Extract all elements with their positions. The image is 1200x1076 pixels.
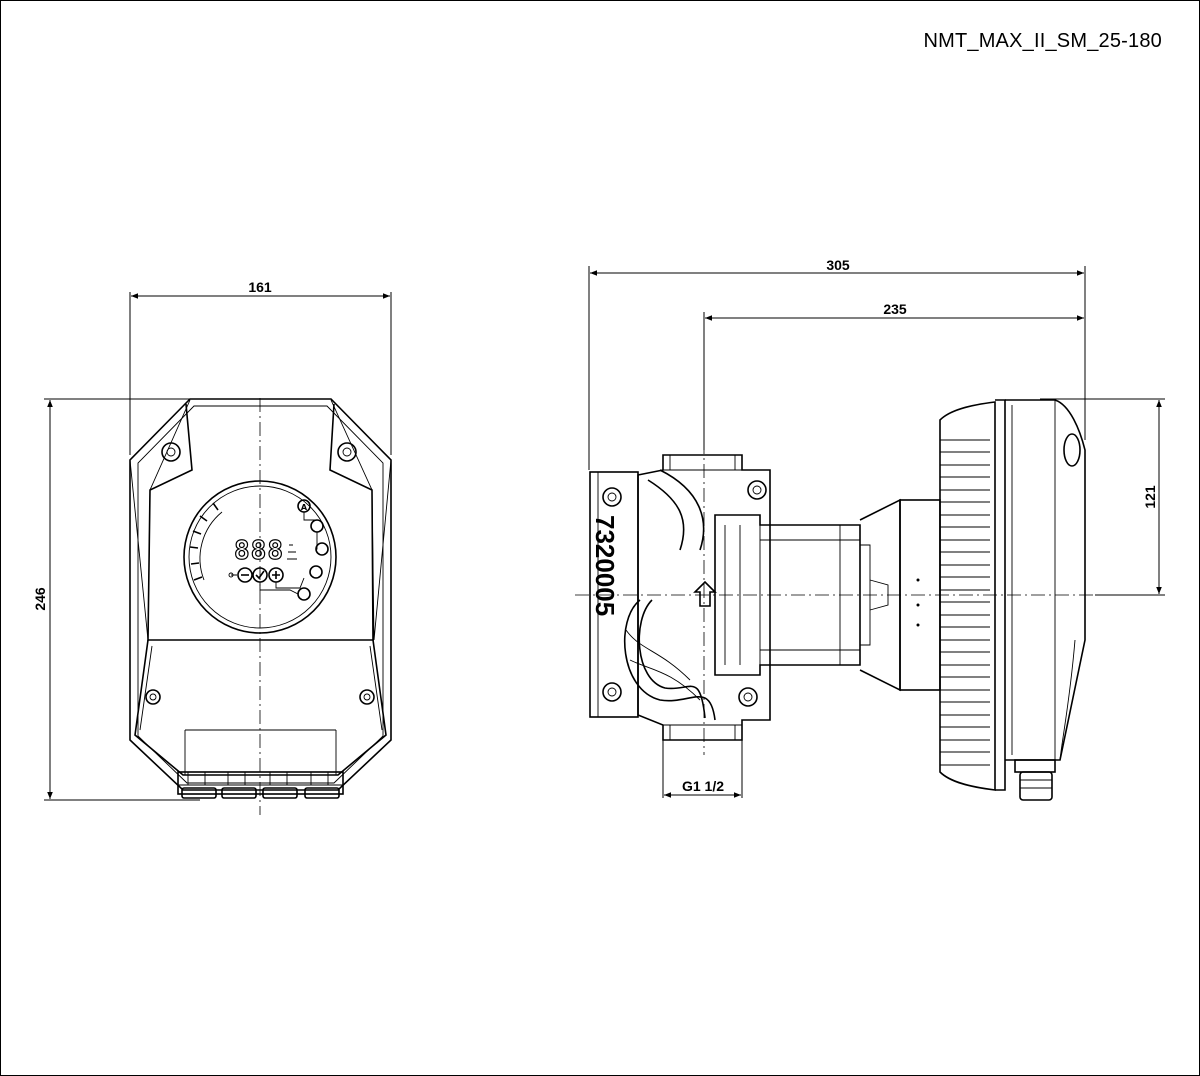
side-cable-gland xyxy=(1014,759,1056,801)
electronics-head xyxy=(939,399,1086,791)
screw-bottom-left-icon xyxy=(145,689,161,705)
cable-gland-block xyxy=(177,771,344,799)
mode-button-3-icon xyxy=(315,542,329,556)
motor-housing xyxy=(714,514,861,676)
mode-button-4-icon xyxy=(309,565,323,579)
motor-length-dimension-label: 235 xyxy=(883,301,907,317)
mode-button-2-icon xyxy=(310,519,324,533)
pump-housing-outline xyxy=(129,398,392,791)
side-view: 305 235 121 7320005 xyxy=(575,257,1165,801)
model-code-label: NMT_MAX_II_SM_25-180 xyxy=(923,30,1162,52)
minus-button-icon xyxy=(237,567,253,583)
mode-button-5-icon xyxy=(297,587,311,601)
total-length-dimension-label: 305 xyxy=(826,257,850,273)
width-dimension-label: 161 xyxy=(248,279,272,295)
body-marking-label: 7320005 xyxy=(590,515,620,616)
svg-text:A: A xyxy=(301,503,308,512)
display-readout: 888 xyxy=(234,536,284,566)
flow-direction-arrow-icon xyxy=(693,580,717,607)
thread-dimension-label: G1 1/2 xyxy=(682,778,724,794)
front-view: 161 246 xyxy=(32,279,392,815)
screw-bottom-right-icon xyxy=(359,689,375,705)
height-dimension-label: 246 xyxy=(32,587,48,611)
screw-top-right-icon xyxy=(337,442,357,462)
screw-top-left-icon xyxy=(161,442,181,462)
cooling-fins xyxy=(940,439,990,766)
axis-height-dimension-label: 121 xyxy=(1142,485,1158,509)
